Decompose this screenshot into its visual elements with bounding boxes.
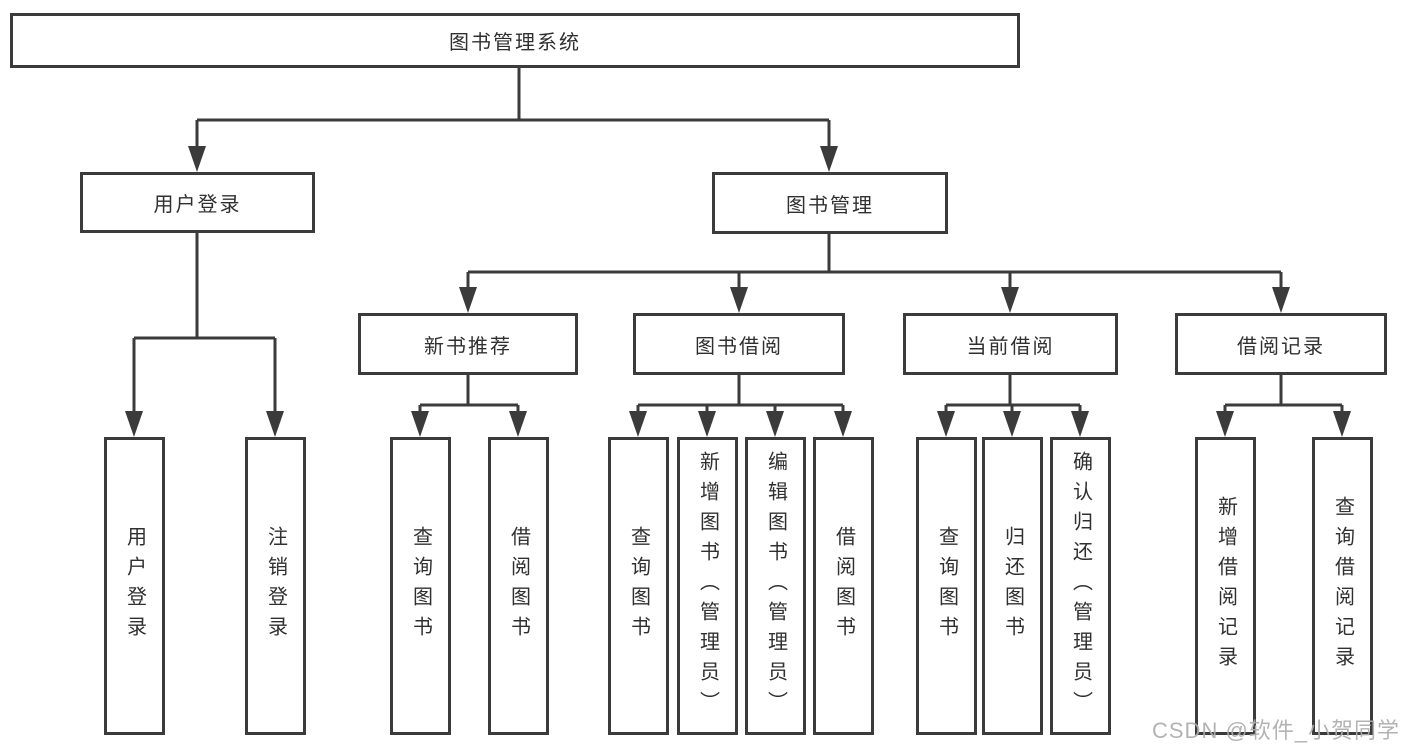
node-borrow-record: 借阅记录 bbox=[1175, 313, 1387, 375]
leaf-query-borrow-record-label: 查询借阅记录 bbox=[1331, 496, 1354, 676]
node-borrow-record-label: 借阅记录 bbox=[1237, 335, 1325, 358]
leaf-query-book-current-label: 查询图书 bbox=[935, 526, 958, 646]
node-user-login: 用户登录 bbox=[80, 172, 315, 233]
leaf-user-login-label: 用户登录 bbox=[123, 526, 146, 646]
node-new-book-recommend: 新书推荐 bbox=[358, 313, 578, 375]
leaf-query-book-borrow: 查询图书 bbox=[608, 437, 669, 735]
leaf-query-book-recommend: 查询图书 bbox=[390, 437, 451, 735]
leaf-query-borrow-record: 查询借阅记录 bbox=[1312, 437, 1373, 735]
leaf-borrow-book: 借阅图书 bbox=[813, 437, 874, 735]
leaf-return-book: 归还图书 bbox=[982, 437, 1043, 735]
leaf-logout: 注销登录 bbox=[245, 437, 306, 735]
node-current-borrow-label: 当前借阅 bbox=[966, 335, 1055, 358]
node-current-borrow: 当前借阅 bbox=[903, 313, 1118, 375]
leaf-add-borrow-record-label: 新增借阅记录 bbox=[1214, 496, 1237, 676]
leaf-query-book-recommend-label: 查询图书 bbox=[409, 526, 432, 646]
leaf-edit-book-admin-label: 编辑图书（管理员） bbox=[764, 451, 787, 721]
arrowheads bbox=[125, 146, 1351, 437]
csdn-watermark: CSDN @软件_小贺同学 bbox=[1152, 718, 1401, 743]
node-user-login-label: 用户登录 bbox=[153, 194, 242, 216]
leaf-borrow-book-recommend: 借阅图书 bbox=[488, 437, 549, 735]
leaf-add-borrow-record: 新增借阅记录 bbox=[1195, 437, 1256, 735]
node-book-borrow: 图书借阅 bbox=[633, 313, 845, 375]
node-new-book-recommend-label: 新书推荐 bbox=[424, 335, 512, 358]
node-book-management-label: 图书管理 bbox=[786, 194, 874, 217]
node-root-system: 图书管理系统 bbox=[10, 13, 1020, 68]
leaf-borrow-book-label: 借阅图书 bbox=[832, 526, 855, 646]
leaf-logout-label: 注销登录 bbox=[264, 526, 287, 646]
leaf-query-book-borrow-label: 查询图书 bbox=[627, 526, 650, 646]
connector-paths bbox=[132, 68, 1344, 415]
leaf-add-book-admin: 新增图书（管理员） bbox=[677, 437, 738, 735]
node-book-management: 图书管理 bbox=[712, 172, 948, 234]
leaf-borrow-book-recommend-label: 借阅图书 bbox=[507, 526, 530, 646]
leaf-confirm-return-admin: 确认归还（管理员） bbox=[1050, 437, 1111, 735]
leaf-return-book-label: 归还图书 bbox=[1001, 526, 1024, 646]
node-root-label: 图书管理系统 bbox=[449, 32, 581, 54]
leaf-confirm-return-admin-label: 确认归还（管理员） bbox=[1069, 451, 1092, 721]
leaf-add-book-admin-label: 新增图书（管理员） bbox=[696, 451, 719, 721]
leaf-user-login: 用户登录 bbox=[104, 437, 165, 735]
node-book-borrow-label: 图书借阅 bbox=[695, 335, 783, 358]
leaf-edit-book-admin: 编辑图书（管理员） bbox=[745, 437, 806, 735]
leaf-query-book-current: 查询图书 bbox=[916, 437, 977, 735]
